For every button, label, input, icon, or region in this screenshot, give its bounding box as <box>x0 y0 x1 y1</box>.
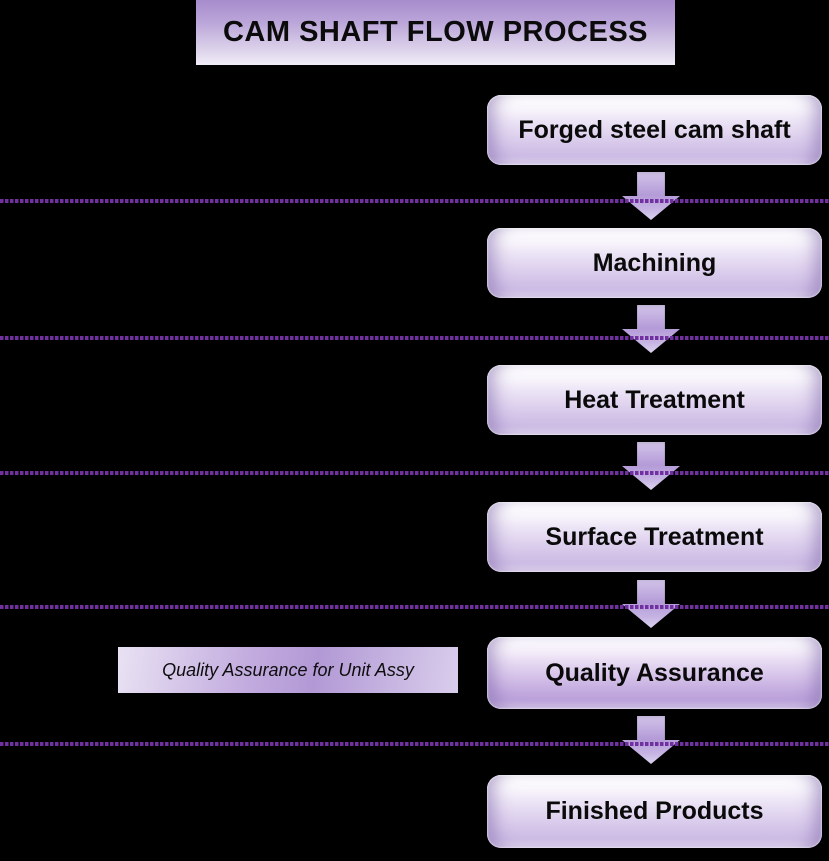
down-arrow-icon <box>622 305 680 353</box>
dotted-separator-line <box>0 742 829 746</box>
flow-step-quality-assurance: Quality Assurance <box>487 637 822 709</box>
flow-step-heat-treatment: Heat Treatment <box>487 365 822 435</box>
flow-step-label: Heat Treatment <box>564 385 745 414</box>
flow-step-label: Finished Products <box>545 797 764 825</box>
flow-step-label: Machining <box>592 248 717 277</box>
down-arrow-icon <box>622 442 680 490</box>
dotted-separator-line <box>0 471 829 475</box>
dotted-separator-line <box>0 336 829 340</box>
flow-step-label: Forged steel cam shaft <box>518 115 791 144</box>
dotted-separator-line <box>0 605 829 609</box>
unit-assy-note: Quality Assurance for Unit Assy <box>118 647 458 693</box>
flow-step-machining: Machining <box>487 228 822 298</box>
flow-step-surface-treatment: Surface Treatment <box>487 502 822 572</box>
flow-step-label: Quality Assurance <box>545 658 764 687</box>
down-arrow-icon <box>622 580 680 628</box>
page-title: CAM SHAFT FLOW PROCESS <box>196 0 675 65</box>
down-arrow-icon <box>622 716 680 764</box>
flow-step-forged-steel-cam-shaft: Forged steel cam shaft <box>487 95 822 165</box>
dotted-separator-line <box>0 199 829 203</box>
down-arrow-icon <box>622 172 680 220</box>
flow-step-finished-products: Finished Products <box>487 775 822 848</box>
flow-step-label: Surface Treatment <box>545 522 764 551</box>
unit-assy-note-label: Quality Assurance for Unit Assy <box>162 659 414 680</box>
